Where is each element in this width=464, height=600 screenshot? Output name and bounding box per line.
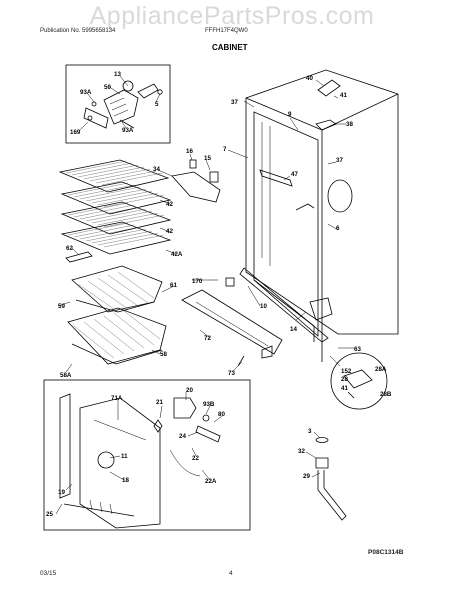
callout-28: 28 bbox=[341, 376, 348, 383]
callout-16: 16 bbox=[186, 148, 193, 155]
callout-15: 15 bbox=[204, 155, 211, 162]
callout-7: 7 bbox=[223, 146, 227, 153]
callout-42-b: 42 bbox=[166, 228, 173, 235]
callout-labels: 13 50 93A 5 169 93A 40 41 37 9 38 7 16 1… bbox=[46, 71, 392, 518]
drain-hose bbox=[315, 437, 347, 521]
callout-11: 11 bbox=[121, 453, 128, 460]
callout-80: 80 bbox=[218, 411, 225, 418]
callout-62: 62 bbox=[66, 245, 73, 252]
figure-code: P08C1314B bbox=[368, 549, 404, 556]
callout-59: 59 bbox=[58, 303, 65, 310]
callout-71a: 71A bbox=[111, 395, 123, 402]
callout-93a: 93A bbox=[80, 89, 92, 96]
callout-24: 24 bbox=[179, 433, 186, 440]
callout-41-b: 41 bbox=[341, 385, 348, 392]
callout-14: 14 bbox=[290, 326, 297, 333]
hinge-assembly-inset bbox=[65, 64, 171, 144]
wire-shelves bbox=[58, 159, 172, 255]
callout-32: 32 bbox=[298, 448, 305, 455]
baskets bbox=[65, 251, 167, 365]
callout-72: 72 bbox=[204, 335, 211, 342]
callout-18: 18 bbox=[122, 477, 129, 484]
callout-13: 13 bbox=[114, 71, 121, 78]
callout-10: 10 bbox=[260, 303, 267, 310]
rear-panel-inset bbox=[43, 379, 251, 531]
callout-22a: 22A bbox=[205, 478, 217, 485]
callout-42: 42 bbox=[166, 201, 173, 208]
callout-5: 5 bbox=[155, 101, 159, 108]
detail-circle bbox=[329, 352, 388, 410]
callout-38: 38 bbox=[346, 121, 353, 128]
callout-50: 50 bbox=[104, 84, 111, 91]
callout-20: 20 bbox=[186, 387, 193, 394]
callout-19: 19 bbox=[58, 489, 65, 496]
callout-37-b: 37 bbox=[336, 157, 343, 164]
callout-63: 63 bbox=[354, 346, 361, 353]
watermark: AppliancePartsPros.com bbox=[89, 2, 375, 30]
toe-grille bbox=[181, 289, 283, 367]
callout-47: 47 bbox=[291, 171, 298, 178]
publication-number: Publication No. 5995658134 bbox=[40, 28, 116, 34]
callout-25: 25 bbox=[46, 511, 53, 518]
callout-6: 6 bbox=[336, 225, 340, 232]
callout-170: 170 bbox=[192, 278, 203, 285]
callout-21: 21 bbox=[156, 399, 163, 406]
callout-37: 37 bbox=[231, 99, 238, 106]
section-title: CABINET bbox=[212, 43, 248, 52]
leader-lines bbox=[55, 75, 354, 515]
callout-73: 73 bbox=[228, 370, 235, 377]
callout-61: 61 bbox=[170, 282, 177, 289]
callout-42a: 42A bbox=[171, 251, 183, 258]
callout-93b: 93B bbox=[203, 401, 215, 408]
callout-9: 9 bbox=[288, 111, 292, 118]
model-number: FFFH17F4QW0 bbox=[205, 28, 248, 34]
callout-93a-b: 93A bbox=[122, 127, 134, 134]
callout-41: 41 bbox=[340, 92, 347, 99]
callout-28a: 28A bbox=[375, 366, 387, 373]
callout-29: 29 bbox=[303, 473, 310, 480]
callout-58: 58 bbox=[160, 351, 167, 358]
callout-3: 3 bbox=[308, 428, 312, 435]
footer-date: 03/15 bbox=[40, 570, 57, 577]
callout-22: 22 bbox=[192, 455, 199, 462]
callout-40: 40 bbox=[306, 75, 313, 82]
cabinet-body bbox=[171, 69, 399, 362]
callout-28b: 28B bbox=[380, 391, 392, 398]
callout-169: 169 bbox=[70, 129, 81, 136]
callout-58a: 58A bbox=[60, 372, 72, 379]
callout-34: 34 bbox=[153, 166, 160, 173]
footer-page: 4 bbox=[229, 570, 233, 577]
callout-152: 152 bbox=[341, 368, 352, 375]
